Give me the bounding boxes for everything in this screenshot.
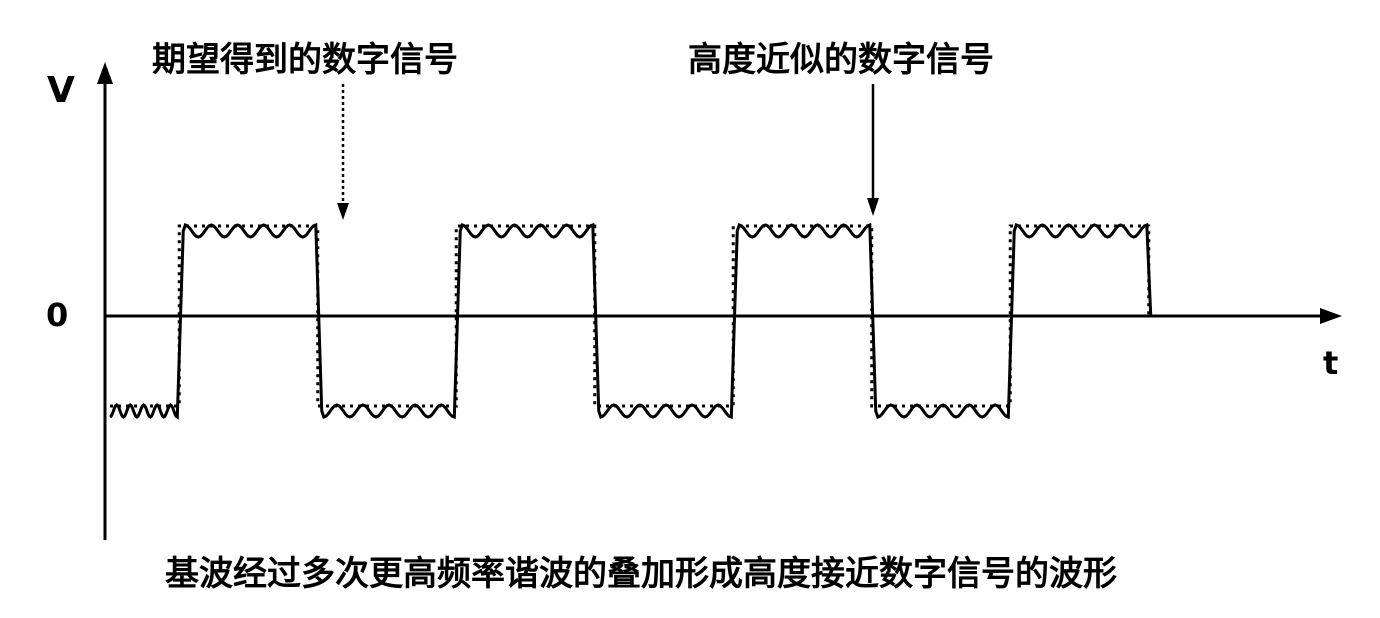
y-axis-arrow-icon	[97, 62, 113, 84]
desired-arrowhead-icon	[337, 203, 349, 220]
approx-arrowhead-icon	[867, 198, 879, 216]
desired-signal-label: 期望得到的数字信号	[152, 40, 458, 80]
v-axis-label: V	[47, 70, 75, 111]
t-axis-label: t	[1323, 344, 1339, 382]
approximated-signal	[109, 222, 1153, 420]
x-axis-arrow-icon	[1320, 308, 1342, 324]
approx-signal-label: 高度近似的数字信号	[688, 40, 994, 80]
zero-label: 0	[46, 296, 69, 334]
caption: 基波经过多次更高频率谐波的叠加形成高度接近数字信号的波形	[165, 554, 1117, 594]
